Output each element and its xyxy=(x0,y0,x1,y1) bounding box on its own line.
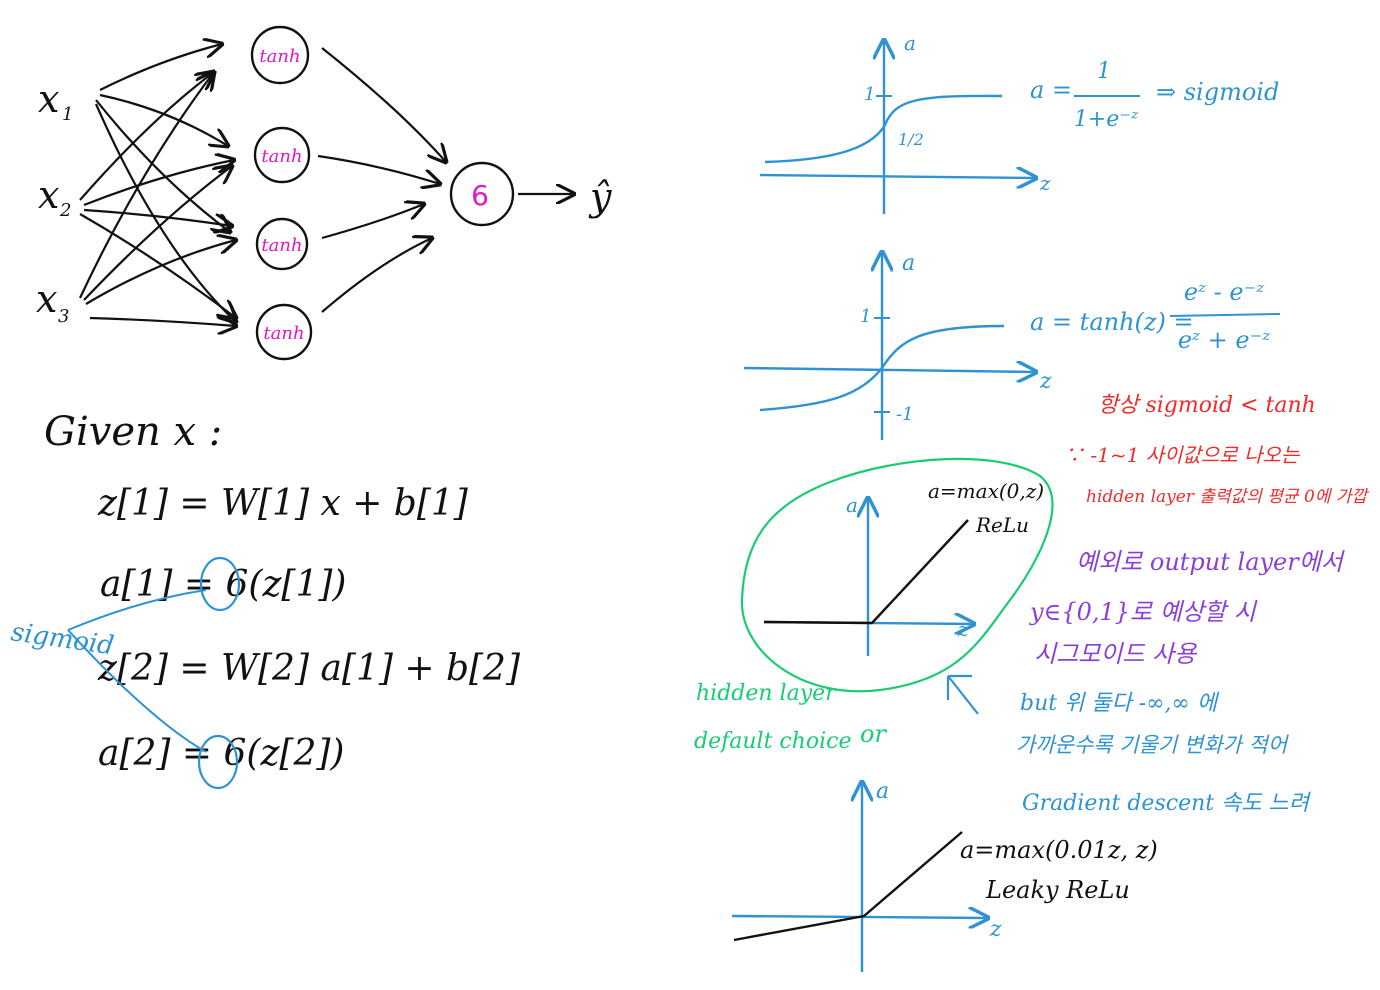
relu-plot: a z a=max(0,z) ReLu xyxy=(742,459,1052,714)
output-y-hat: ŷ xyxy=(588,175,612,219)
tanh-formula-num: eᶻ - e⁻ᶻ xyxy=(1184,278,1265,306)
relu-formula: a=max(0,z) xyxy=(928,479,1044,503)
input-to-hidden-connections xyxy=(80,44,236,326)
blue-notes: but 위 둘다 -∞,∞ 에 가까운수록 기울기 변화가 적어 Gradien… xyxy=(1016,691,1311,816)
red-note-1: 항상 sigmoid < tanh xyxy=(1098,393,1316,418)
input-x1: x xyxy=(38,77,59,121)
leaky-axis-z: z xyxy=(989,917,1002,942)
input-x2: x xyxy=(38,173,59,217)
given-heading: Given x : xyxy=(44,409,222,455)
leaky-curve xyxy=(734,832,962,940)
tanh-tick-neg-label: -1 xyxy=(896,404,914,425)
neural-network-diagram: x 1 x 2 x 3 tanh tanh xyxy=(36,27,612,359)
equation-z1: z[1] = W[1] x + b[1] xyxy=(97,483,469,524)
input-x1-subscript: 1 xyxy=(62,104,73,125)
leaky-axis-a: a xyxy=(876,779,889,804)
input-x3-subscript: 3 xyxy=(58,306,69,327)
input-x2-subscript: 2 xyxy=(59,200,71,221)
input-layer: x 1 x 2 x 3 xyxy=(36,77,73,327)
sigmoid-axis-a: a xyxy=(904,31,916,55)
hidden-to-output-connections xyxy=(318,48,446,312)
red-note-3: hidden layer 출력값의 평균 0에 가깝 xyxy=(1086,487,1369,507)
leaky-name: Leaky ReLu xyxy=(985,876,1130,904)
purple-notes: 예외로 output layer에서 y∈{0,1}로 예상할 시 시그모이드 … xyxy=(1029,548,1346,668)
hidden-node-3-label: tanh xyxy=(261,235,302,256)
green-note-or: or xyxy=(860,720,887,748)
blue-note-2: 가까운수록 기울기 변화가 적어 xyxy=(1016,733,1290,757)
relu-curve xyxy=(764,520,968,623)
hidden-node-2-label: tanh xyxy=(261,146,302,167)
purple-note-2: y∈{0,1}로 예상할 시 xyxy=(1029,598,1258,626)
sigmoid-formula-den: 1+e⁻ᶻ xyxy=(1074,107,1139,132)
red-notes: 항상 sigmoid < tanh ∵ -1~1 사이값으로 나오는 hidde… xyxy=(1064,393,1369,507)
hidden-layer: tanh tanh tanh tanh xyxy=(252,27,311,359)
equation-z2: z[2] = W[2] a[1] + b[2] xyxy=(97,648,521,689)
sigmoid-x-axis xyxy=(760,175,1036,178)
relu-pointer-arrow xyxy=(948,676,978,714)
forward-equations: Given x : z[1] = W[1] x + b[1] a[1] = 6(… xyxy=(9,409,521,788)
relu-axis-a: a xyxy=(846,493,858,517)
relu-name: ReLu xyxy=(975,513,1029,537)
tanh-axis-z: z xyxy=(1039,369,1052,394)
relu-axis-z: z xyxy=(957,617,969,641)
tanh-x-axis xyxy=(744,368,1036,372)
sigmoid-axis-z: z xyxy=(1039,171,1051,195)
sigmoid-tick-one-label: 1 xyxy=(864,84,875,105)
sigmoid-tick-half-label: 1/2 xyxy=(898,130,924,149)
sigmoid-plot: a z 1 1/2 a = 1 1+e⁻ᶻ ⇒ sigmoid xyxy=(760,31,1279,214)
purple-note-3: 시그모이드 사용 xyxy=(1034,640,1198,668)
tanh-tick-one-label: 1 xyxy=(860,306,871,327)
sigmoid-formula-lhs: a = xyxy=(1030,76,1072,104)
hidden-node-4-label: tanh xyxy=(263,323,304,344)
output-node-label: 6 xyxy=(471,179,489,212)
sigmoid-formula-tag: ⇒ sigmoid xyxy=(1156,78,1279,106)
blue-note-1: but 위 둘다 -∞,∞ 에 xyxy=(1020,691,1220,716)
input-x3: x xyxy=(36,277,57,321)
blue-note-3: Gradient descent 속도 느려 xyxy=(1022,791,1311,816)
green-note-1: hidden layer xyxy=(696,681,837,706)
equation-a1: a[1] = 6(z[1]) xyxy=(100,564,346,605)
sigmoid-formula-num: 1 xyxy=(1097,59,1111,84)
tanh-axis-a: a xyxy=(902,251,915,276)
tanh-formula-den: eᶻ + e⁻ᶻ xyxy=(1178,326,1271,354)
sigmoid-annotation: sigmoid xyxy=(9,617,116,661)
hidden-node-1-label: tanh xyxy=(259,46,300,67)
purple-note-1: 예외로 output layer에서 xyxy=(1076,548,1346,576)
red-note-2: ∵ -1~1 사이값으로 나오는 xyxy=(1064,443,1301,467)
tanh-formula-lhs: a = tanh(z) = xyxy=(1030,308,1194,336)
equation-a2: a[2] = 6(z[2]) xyxy=(98,733,344,774)
leaky-formula: a=max(0.01z, z) xyxy=(960,836,1158,864)
green-note-2: default choice xyxy=(694,729,852,754)
